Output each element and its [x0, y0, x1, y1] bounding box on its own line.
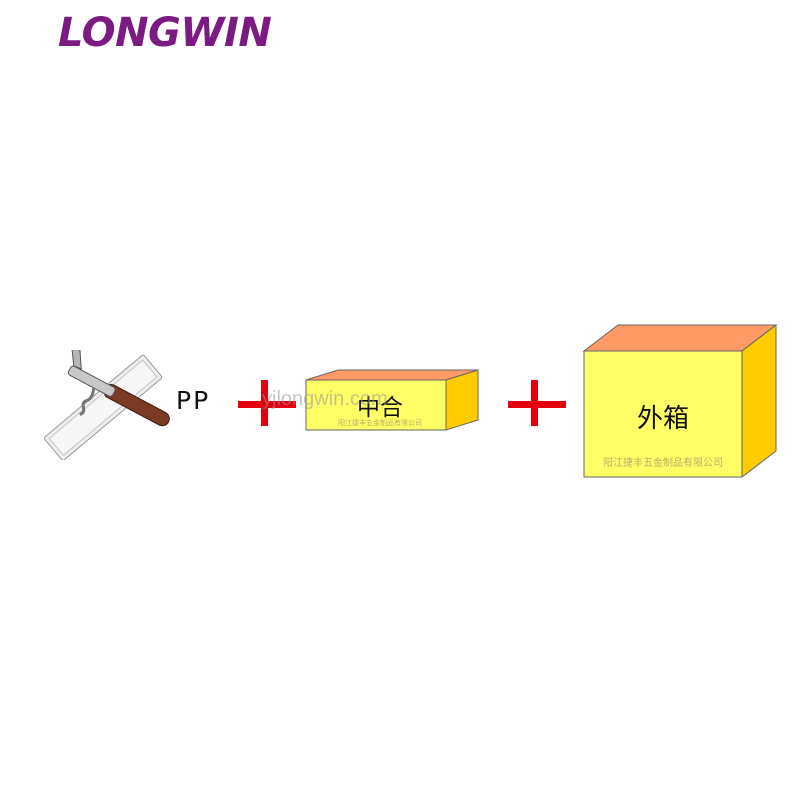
middle-box-caption: 阳江捷丰五金制品有限公司	[338, 419, 422, 427]
middle-box-front	[305, 379, 447, 431]
outer-box: 外箱 阳江捷丰五金制品有限公司	[582, 323, 778, 481]
waiters-corkscrew-icon	[30, 347, 180, 461]
middle-box: 中合 阳江捷丰五金制品有限公司	[305, 369, 480, 432]
brand-logo-text: LONGWIN	[58, 10, 272, 56]
watermark-text: yjlongwin.com	[262, 388, 388, 410]
outer-box-front	[583, 350, 743, 478]
outer-box-caption: 阳江捷丰五金制品有限公司	[603, 458, 723, 469]
plus-bar-vertical	[261, 380, 268, 426]
plus-icon	[508, 380, 568, 430]
plus-bar-vertical	[531, 380, 538, 426]
pp-label: PP	[176, 386, 211, 415]
outer-box-title: 外箱	[636, 404, 689, 434]
middle-box-side	[445, 369, 479, 431]
outer-box-side	[741, 323, 777, 479]
plus-icon	[238, 380, 298, 430]
middle-box-title: 中合	[357, 395, 403, 421]
